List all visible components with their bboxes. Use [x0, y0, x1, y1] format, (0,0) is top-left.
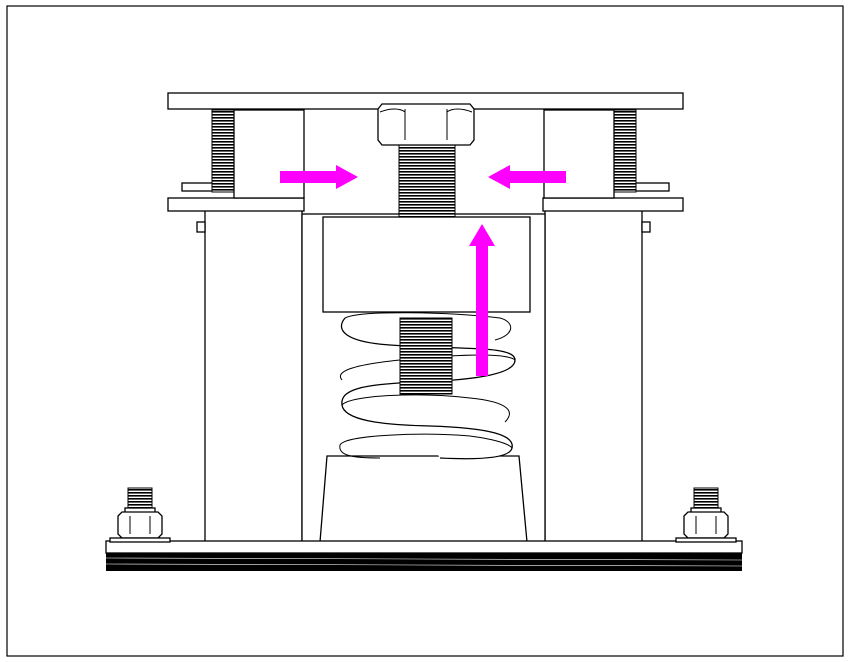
center-bolt-lower	[399, 317, 453, 395]
center-bolt	[398, 142, 456, 221]
force-arrows	[280, 165, 566, 376]
arrow-left-lateral	[280, 165, 358, 189]
base-plate	[105, 540, 743, 571]
spring-cap	[322, 216, 531, 313]
spring-base	[319, 455, 528, 543]
hex-nut	[377, 103, 475, 146]
anchor-bolts	[109, 487, 737, 543]
arrow-vertical	[469, 224, 495, 376]
side-blocks	[181, 109, 670, 199]
arrow-right-lateral	[488, 165, 566, 189]
